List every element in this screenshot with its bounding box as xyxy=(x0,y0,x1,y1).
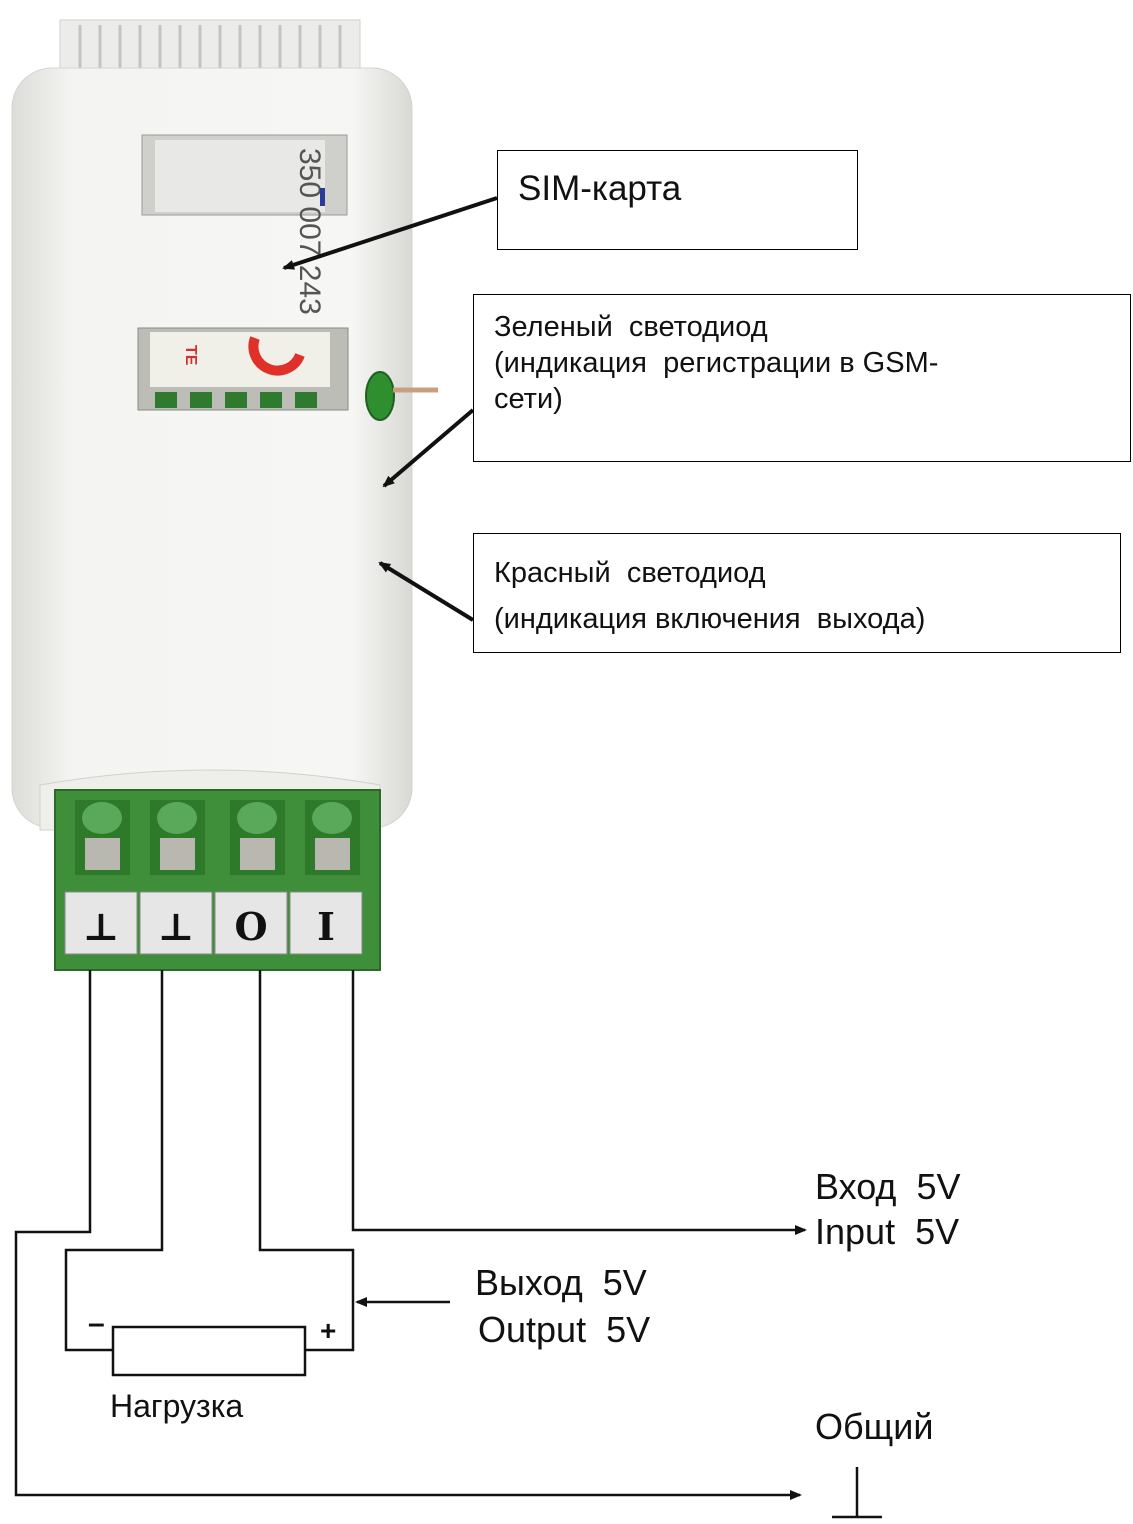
ground-label: Общий xyxy=(815,1406,934,1447)
sim-mark xyxy=(320,188,325,206)
ground-wire xyxy=(14,970,802,1500)
sim-card-callout: SIM-карта xyxy=(497,150,858,250)
input-label-en: Input 5V xyxy=(815,1211,960,1252)
wiring-lines xyxy=(14,970,807,1500)
load-minus-label: – xyxy=(88,1307,105,1340)
green-led-callout-line-2: (индикация регистрации в GSM- xyxy=(494,347,939,379)
input-wire xyxy=(351,970,807,1235)
led-icon xyxy=(365,371,395,421)
terminal-label-4: I xyxy=(317,904,335,949)
terminal-screws xyxy=(75,800,360,875)
terminal-label-2: ⊥ xyxy=(158,904,194,949)
terminal-label-3: O xyxy=(234,904,267,949)
load-plus-wire xyxy=(258,970,355,1352)
sim-card xyxy=(155,140,325,212)
red-led-callout-line-1: Красный светодиод xyxy=(494,557,766,589)
output-label-ru: Выход 5V xyxy=(475,1262,647,1303)
sim-holder-print: TE xyxy=(182,345,199,366)
red-led-callout-line-2: (индикация включения выхода) xyxy=(494,603,926,635)
output-label-en: Output 5V xyxy=(478,1309,651,1350)
input-label-ru: Вход 5V xyxy=(815,1166,961,1207)
red-led-arrow-icon xyxy=(378,561,475,622)
sim-card-print: 350 007 243 xyxy=(293,148,326,315)
red-led-callout: Красный светодиод (индикация включения в… xyxy=(473,533,1121,653)
load-label: Нагрузка xyxy=(110,1388,244,1424)
sim-holder-pins xyxy=(155,392,317,408)
terminal-labels: ⊥ ⊥ O I xyxy=(64,891,363,955)
resistor-icon xyxy=(111,1325,307,1377)
terminal-label-1: ⊥ xyxy=(83,904,119,949)
sim-arrow-icon xyxy=(282,196,498,270)
load-plus-label: + xyxy=(320,1315,337,1346)
green-led-callout-line-1: Зеленый светодиод xyxy=(494,311,768,343)
sim-holder-logo xyxy=(248,336,305,376)
green-led-callout-line-3: сети) xyxy=(494,383,563,415)
callout-arrows xyxy=(282,196,498,622)
load-minus-wire xyxy=(64,970,164,1352)
green-led-arrow-icon xyxy=(382,408,475,488)
green-led-callout: Зеленый светодиод (индикация регистрации… xyxy=(473,294,1131,462)
ground-symbol-icon xyxy=(832,1467,882,1519)
device-photo: 350 007 243 TE xyxy=(11,19,438,971)
sim-card-callout-text: SIM-карта xyxy=(518,169,682,208)
